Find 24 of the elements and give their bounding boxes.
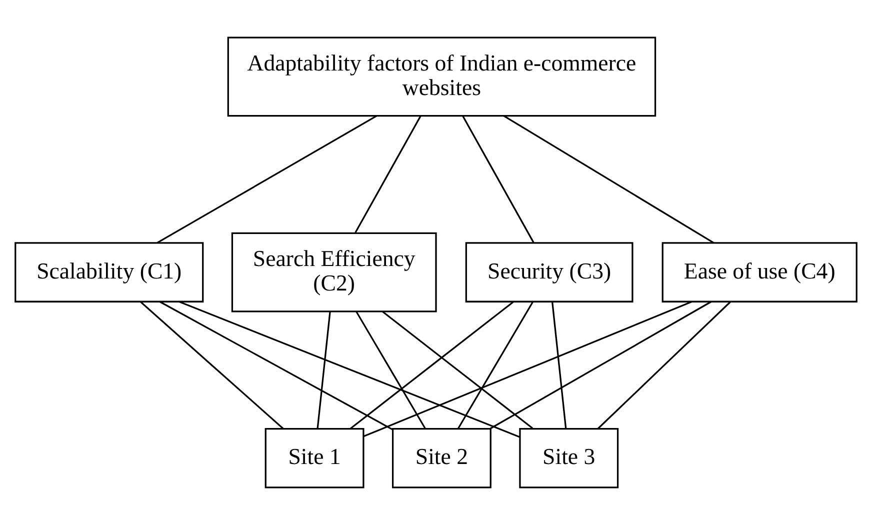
connector bbox=[382, 311, 534, 429]
connector bbox=[178, 300, 520, 438]
node-box: Adaptability factors of Indian e-commerce websites bbox=[227, 36, 656, 117]
connector bbox=[350, 301, 514, 430]
connector bbox=[598, 301, 732, 430]
connector bbox=[490, 300, 712, 430]
connector bbox=[140, 301, 284, 430]
node-box: Security (C3) bbox=[465, 242, 634, 302]
connector bbox=[363, 300, 692, 438]
node-box: Site 3 bbox=[519, 428, 619, 488]
connector bbox=[316, 312, 331, 428]
connector bbox=[551, 302, 567, 429]
connector bbox=[356, 311, 426, 429]
connector bbox=[503, 115, 714, 244]
node-box: Scalability (C1) bbox=[14, 242, 204, 302]
connector bbox=[156, 115, 378, 244]
node-box: Site 2 bbox=[392, 428, 492, 488]
connector bbox=[458, 301, 534, 429]
connector bbox=[159, 300, 393, 430]
connector bbox=[462, 115, 534, 243]
connector bbox=[354, 115, 422, 233]
node-box: Site 1 bbox=[264, 428, 364, 488]
node-box: Search Efficiency (C2) bbox=[231, 232, 437, 312]
node-box: Ease of use (C4) bbox=[662, 242, 858, 302]
